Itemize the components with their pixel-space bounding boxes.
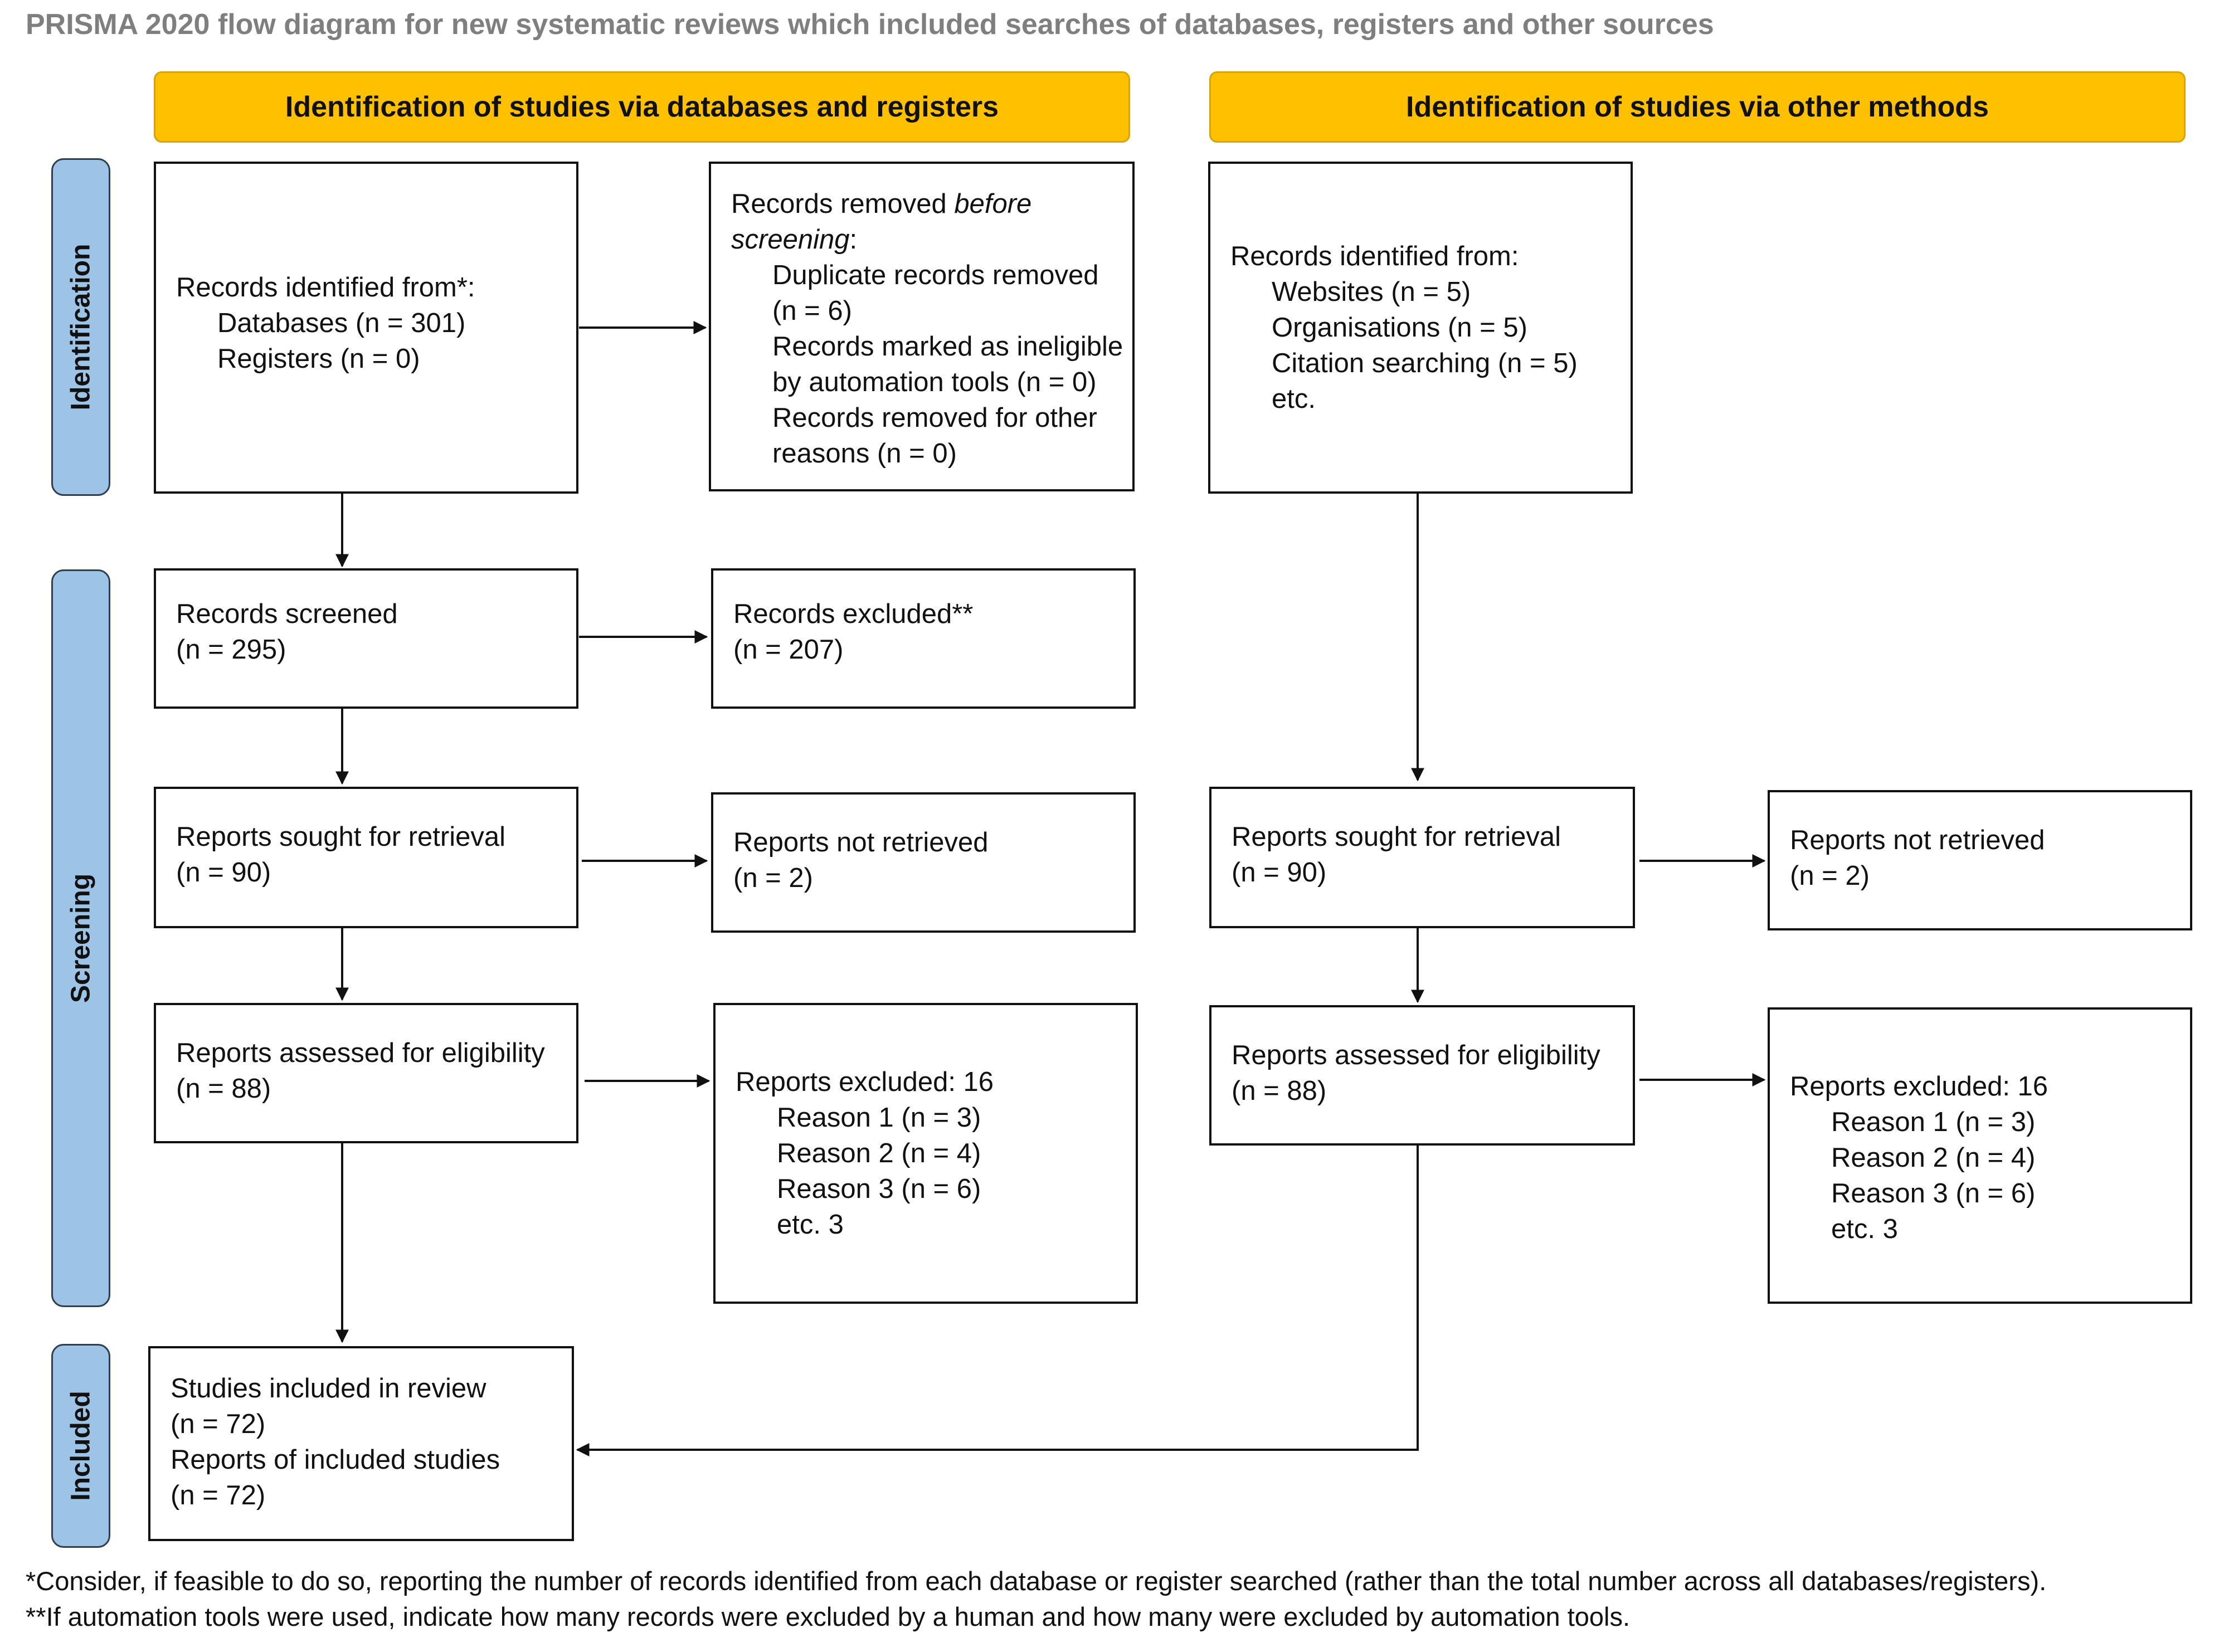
reports-excluded-reason: Reason 1 (n = 3) (777, 1103, 981, 1133)
records-identified-databases: Databases (n = 301) (217, 308, 466, 338)
automation-ineligible-line2: by automation tools (n = 0) (772, 367, 1097, 397)
records-removed-heading: Records removed before (731, 186, 1132, 222)
studies-included-count: (n = 72) (171, 1409, 266, 1439)
other-reasons-line2: reasons (n = 0) (772, 438, 957, 469)
other-source-item: Organisations (n = 5) (1272, 313, 1527, 343)
other-source-item: etc. (1272, 384, 1316, 414)
records-identified-heading: Records identified from*: (176, 272, 475, 303)
other-reports-excluded-reason: Reason 3 (n = 6) (1831, 1178, 2036, 1208)
page-title: PRISMA 2020 flow diagram for new systema… (26, 8, 1714, 41)
other-reports-excluded-box: Reports excluded: 16 Reason 1 (n = 3) Re… (1768, 1007, 2192, 1304)
records-screened-count: (n = 295) (176, 635, 286, 665)
header-other-label: Identification of studies via other meth… (1406, 91, 1989, 123)
reports-not-retrieved-box: Reports not retrieved (n = 2) (711, 792, 1136, 933)
other-reports-assessed-box: Reports assessed for eligibility (n = 88… (1209, 1005, 1635, 1146)
other-source-item: Websites (n = 5) (1272, 277, 1471, 307)
records-excluded-label: Records excluded** (733, 599, 974, 629)
reports-sought-label: Reports sought for retrieval (176, 822, 505, 852)
reports-excluded-label: Reports excluded: 16 (736, 1067, 994, 1097)
records-removed-heading-colon: : (849, 225, 858, 255)
reports-included-label: Reports of included studies (171, 1445, 500, 1475)
header-databases-label: Identification of studies via databases … (285, 91, 999, 123)
other-reports-assessed-label: Reports assessed for eligibility (1232, 1040, 1600, 1070)
other-reports-excluded-reason: Reason 1 (n = 3) (1831, 1107, 2036, 1137)
other-reports-excluded-reason: Reason 2 (n = 4) (1831, 1143, 2036, 1173)
records-removed-heading-line2: screening: (731, 222, 1132, 257)
reports-excluded-reason: Reason 3 (n = 6) (777, 1174, 981, 1204)
reports-sought-count: (n = 90) (176, 857, 271, 888)
records-screened-label: Records screened (176, 599, 398, 629)
other-reports-excluded-reason: etc. 3 (1831, 1214, 1898, 1244)
reports-sought-box: Reports sought for retrieval (n = 90) (154, 787, 578, 928)
reports-assessed-count: (n = 88) (176, 1074, 271, 1104)
reports-included-count: (n = 72) (171, 1480, 266, 1510)
duplicates-removed-line1: Duplicate records removed (772, 260, 1099, 290)
other-reasons-line1: Records removed for other (772, 403, 1097, 433)
studies-included-box: Studies included in review (n = 72) Repo… (148, 1346, 574, 1541)
records-excluded-box: Records excluded** (n = 207) (711, 568, 1136, 709)
duplicates-removed-line2: (n = 6) (772, 296, 852, 326)
records-excluded-count: (n = 207) (733, 635, 844, 665)
other-reports-assessed-count: (n = 88) (1232, 1076, 1327, 1106)
other-source-item: Citation searching (n = 5) (1272, 348, 1578, 378)
reports-assessed-label: Reports assessed for eligibility (176, 1038, 545, 1068)
arrow-other-to-included (576, 1146, 1419, 1456)
records-removed-heading-a: Records removed (731, 189, 955, 219)
records-removed-heading-before: before (954, 189, 1032, 219)
header-other-methods: Identification of studies via other meth… (1209, 71, 2186, 143)
records-identified-box: Records identified from*: Databases (n =… (154, 162, 578, 494)
footnote-1: *Consider, if feasible to do so, reporti… (26, 1566, 2047, 1596)
other-records-identified-heading: Records identified from: (1230, 241, 1519, 271)
other-reports-not-retrieved-count: (n = 2) (1790, 861, 1870, 891)
reports-excluded-reason: Reason 2 (n = 4) (777, 1138, 981, 1168)
records-screened-box: Records screened (n = 295) (154, 568, 578, 709)
footnote-2: **If automation tools were used, indicat… (26, 1602, 1631, 1631)
header-databases-registers: Identification of studies via databases … (154, 71, 1130, 143)
other-records-identified-box: Records identified from: Websites (n = 5… (1208, 162, 1633, 494)
reports-not-retrieved-count: (n = 2) (733, 863, 813, 893)
other-reports-not-retrieved-box: Reports not retrieved (n = 2) (1768, 790, 2192, 930)
studies-included-label: Studies included in review (171, 1373, 486, 1404)
stage-screening: Screening (51, 569, 110, 1307)
reports-assessed-box: Reports assessed for eligibility (n = 88… (154, 1003, 578, 1143)
other-reports-sought-box: Reports sought for retrieval (n = 90) (1209, 787, 1635, 928)
other-reports-sought-count: (n = 90) (1232, 857, 1327, 888)
other-reports-excluded-label: Reports excluded: 16 (1790, 1071, 2048, 1102)
records-identified-registers: Registers (n = 0) (217, 344, 420, 374)
other-reports-sought-label: Reports sought for retrieval (1232, 822, 1561, 852)
automation-ineligible-line1: Records marked as ineligible (772, 332, 1123, 362)
records-removed-heading-screening: screening (731, 225, 850, 255)
records-removed-box: Records removed before screening: Duplic… (709, 162, 1135, 491)
stage-identification: Identification (51, 158, 110, 496)
reports-excluded-reason: etc. 3 (777, 1210, 844, 1240)
stage-included: Included (51, 1344, 110, 1548)
reports-not-retrieved-label: Reports not retrieved (733, 827, 989, 857)
other-reports-not-retrieved-label: Reports not retrieved (1790, 825, 2045, 855)
reports-excluded-box: Reports excluded: 16 Reason 1 (n = 3) Re… (713, 1003, 1138, 1304)
